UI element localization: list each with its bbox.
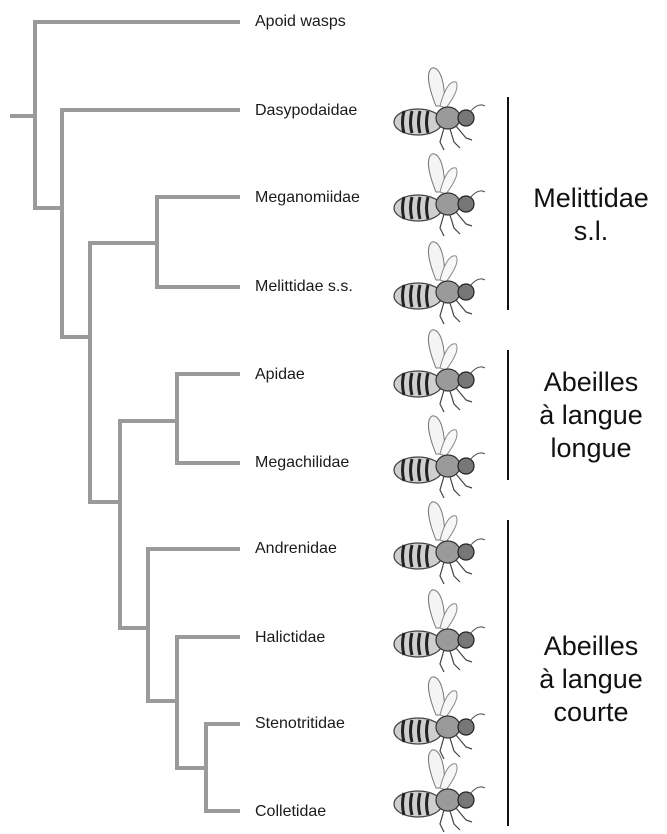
group-label-line: courte xyxy=(516,696,666,729)
taxon-label-apidae: Apidae xyxy=(255,365,305,385)
group-label-line: Abeilles xyxy=(516,630,666,663)
group-label-line: Melittidae xyxy=(516,182,666,215)
bee-icon xyxy=(388,240,488,326)
taxon-label-meganomiidae: Meganomiidae xyxy=(255,188,360,208)
bee-icon xyxy=(388,152,488,238)
group-label-melittidae-sl: Melittidae s.l. xyxy=(516,182,666,248)
bee-icon xyxy=(388,328,488,414)
group-bracket-melittidae-sl xyxy=(507,97,509,310)
group-label-line: à langue xyxy=(516,663,666,696)
taxon-label-megachilidae: Megachilidae xyxy=(255,453,349,473)
bee-icon xyxy=(388,414,488,500)
taxon-label-dasypodaidae: Dasypodaidae xyxy=(255,101,357,121)
bee-icon xyxy=(388,500,488,586)
group-label-line: Abeilles xyxy=(516,366,666,399)
taxon-label-colletidae: Colletidae xyxy=(255,802,326,822)
group-bracket-short-tongue xyxy=(507,520,509,826)
bee-icon xyxy=(388,66,488,152)
group-label-line: longue xyxy=(516,432,666,465)
group-bracket-long-tongue xyxy=(507,350,509,480)
taxon-label-apoid: Apoid wasps xyxy=(255,12,346,32)
taxon-label-stenotritidae: Stenotritidae xyxy=(255,714,345,734)
bee-icon xyxy=(388,588,488,674)
taxon-label-melittidae-ss: Melittidae s.s. xyxy=(255,277,353,297)
taxon-label-andrenidae: Andrenidae xyxy=(255,539,337,559)
taxon-label-halictidae: Halictidae xyxy=(255,628,325,648)
group-label-line: à langue xyxy=(516,399,666,432)
group-label-long-tongue: Abeilles à langue longue xyxy=(516,366,666,465)
group-label-line: s.l. xyxy=(516,215,666,248)
group-label-short-tongue: Abeilles à langue courte xyxy=(516,630,666,729)
bee-icon xyxy=(388,748,488,834)
